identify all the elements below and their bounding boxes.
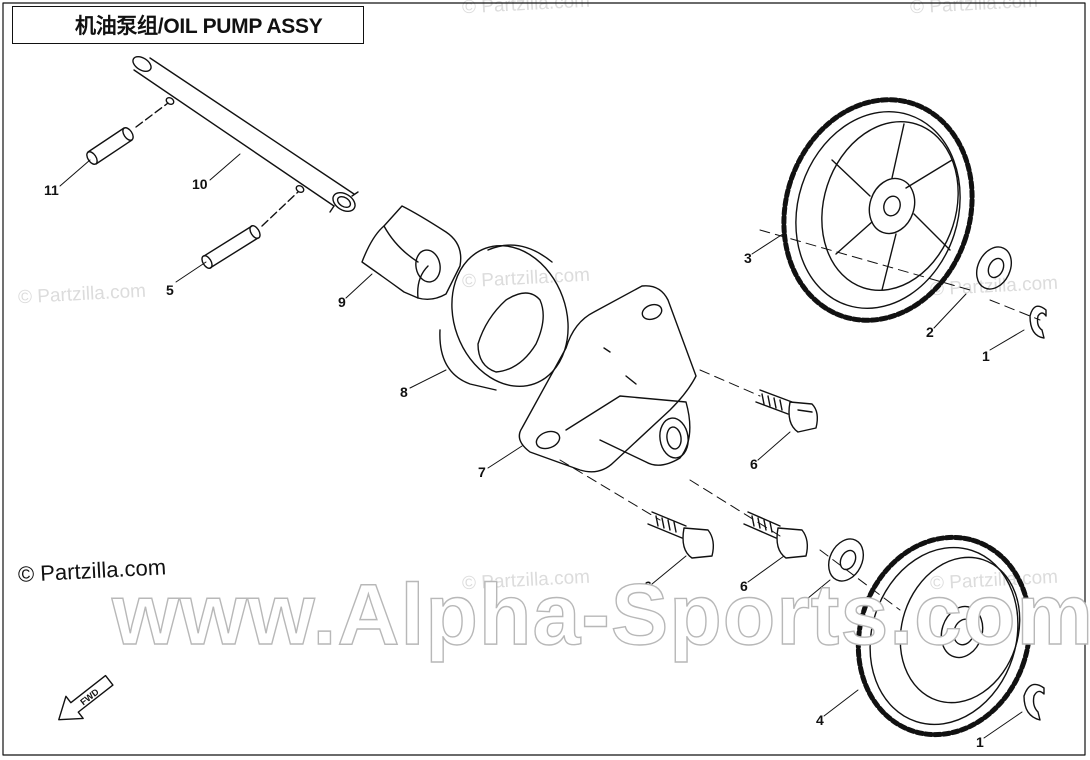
- pin-5: [201, 191, 299, 270]
- callout-10: 10: [192, 176, 208, 192]
- callout-1-lower: 1: [976, 734, 984, 750]
- fwd-arrow-icon: FWD: [58, 674, 114, 721]
- pump-shaft: [132, 55, 359, 213]
- large-gear: [781, 97, 975, 323]
- circlip-1-lower: [1023, 683, 1045, 721]
- washer-2-upper: [975, 246, 1013, 290]
- callout-9: 9: [338, 294, 346, 310]
- callout-8: 8: [400, 384, 408, 400]
- bolt-6-upper: [755, 389, 819, 433]
- bolt-6-left: [647, 511, 715, 559]
- lower-gear: [855, 534, 1033, 738]
- diagram-title-text: 机油泵组/OIL PUMP ASSY: [75, 15, 323, 38]
- circlip-1-upper: [1029, 305, 1047, 339]
- inner-rotor: [361, 205, 462, 301]
- callout-6-left: 6: [644, 578, 652, 594]
- pin-11: [86, 102, 169, 165]
- alpha-sports-watermark: www.Alpha-Sports.com: [111, 566, 1090, 663]
- callout-7: 7: [478, 464, 486, 480]
- bolt-6-right: [743, 511, 809, 559]
- assembly-lines: [559, 229, 1041, 611]
- callout-6-upper: 6: [750, 456, 758, 472]
- callout-3: 3: [744, 250, 752, 266]
- outer-rotor: [439, 244, 569, 391]
- callout-2-lower: 2: [786, 606, 794, 622]
- callout-4: 4: [816, 712, 824, 728]
- pump-body: [518, 285, 697, 473]
- leader-lines: [59, 153, 1025, 739]
- washer-2-lower: [827, 538, 865, 582]
- diagram-title: 机油泵组/OIL PUMP ASSY: [12, 6, 364, 44]
- callout-5: 5: [166, 282, 174, 298]
- callout-6-right: 6: [740, 578, 748, 594]
- callout-11: 11: [44, 182, 59, 198]
- callout-2-upper: 2: [926, 324, 934, 340]
- callout-1-upper: 1: [982, 348, 990, 364]
